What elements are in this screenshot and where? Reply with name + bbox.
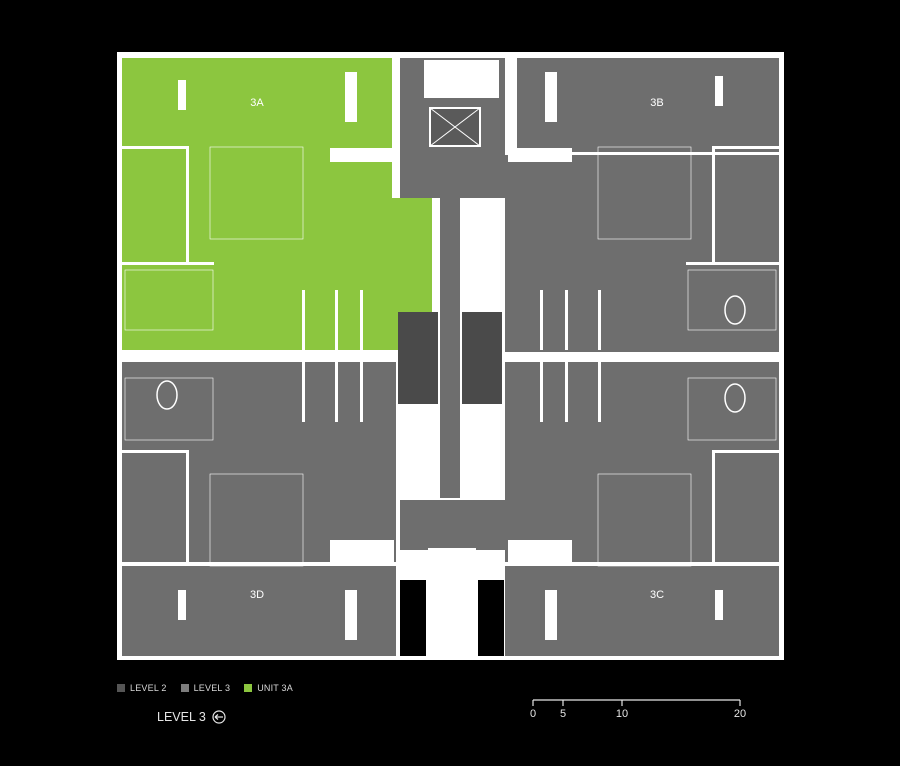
scale-bar: 0 5 10 20	[529, 694, 747, 730]
stair-bottom	[428, 548, 476, 656]
north-arrow-icon	[212, 710, 226, 724]
unit-3c-floor	[505, 362, 779, 562]
legend-swatch-unit-3a	[244, 684, 253, 692]
legend-label: UNIT 3A	[257, 683, 293, 693]
unit-3a-floor-lower	[122, 198, 432, 350]
legend-item-level-2: LEVEL 2	[117, 683, 167, 693]
legend-swatch-level-2	[117, 684, 125, 692]
level-title: LEVEL 3	[157, 710, 226, 724]
legend-label: LEVEL 2	[130, 683, 167, 693]
unit-3d-floor	[122, 362, 396, 562]
void-right	[478, 580, 504, 656]
scale-tick-label: 0	[529, 708, 537, 720]
level-title-text: LEVEL 3	[157, 710, 206, 724]
stair-top	[424, 60, 499, 98]
interior-walls	[122, 146, 779, 566]
scale-tick-label: 5	[559, 708, 567, 720]
unit-3b-floor	[517, 58, 779, 152]
legend: LEVEL 2 LEVEL 3 UNIT 3A	[117, 683, 293, 693]
fixtures	[156, 72, 746, 640]
tiled-rooms	[124, 146, 777, 567]
legend-swatch-level-3	[180, 684, 189, 692]
scale-bar-line	[532, 699, 741, 706]
elevator-right	[462, 312, 502, 404]
void-left	[400, 580, 426, 656]
corridor	[440, 198, 460, 498]
scale-tick-label: 20	[733, 708, 747, 720]
unit-label-3c: 3C	[650, 589, 664, 601]
unit-label-3d: 3D	[250, 589, 264, 601]
legend-label: LEVEL 3	[193, 683, 231, 693]
core-bottom	[400, 500, 505, 550]
unit-label-3a: 3A	[250, 97, 264, 109]
unit-3b-floor-lower	[505, 155, 779, 355]
legend-item-level-3: LEVEL 3	[180, 683, 231, 693]
elevator-left	[398, 312, 438, 404]
unit-label-3b: 3B	[650, 97, 663, 109]
legend-item-unit-3a: UNIT 3A	[244, 683, 293, 693]
scale-tick-label: 10	[615, 708, 629, 720]
